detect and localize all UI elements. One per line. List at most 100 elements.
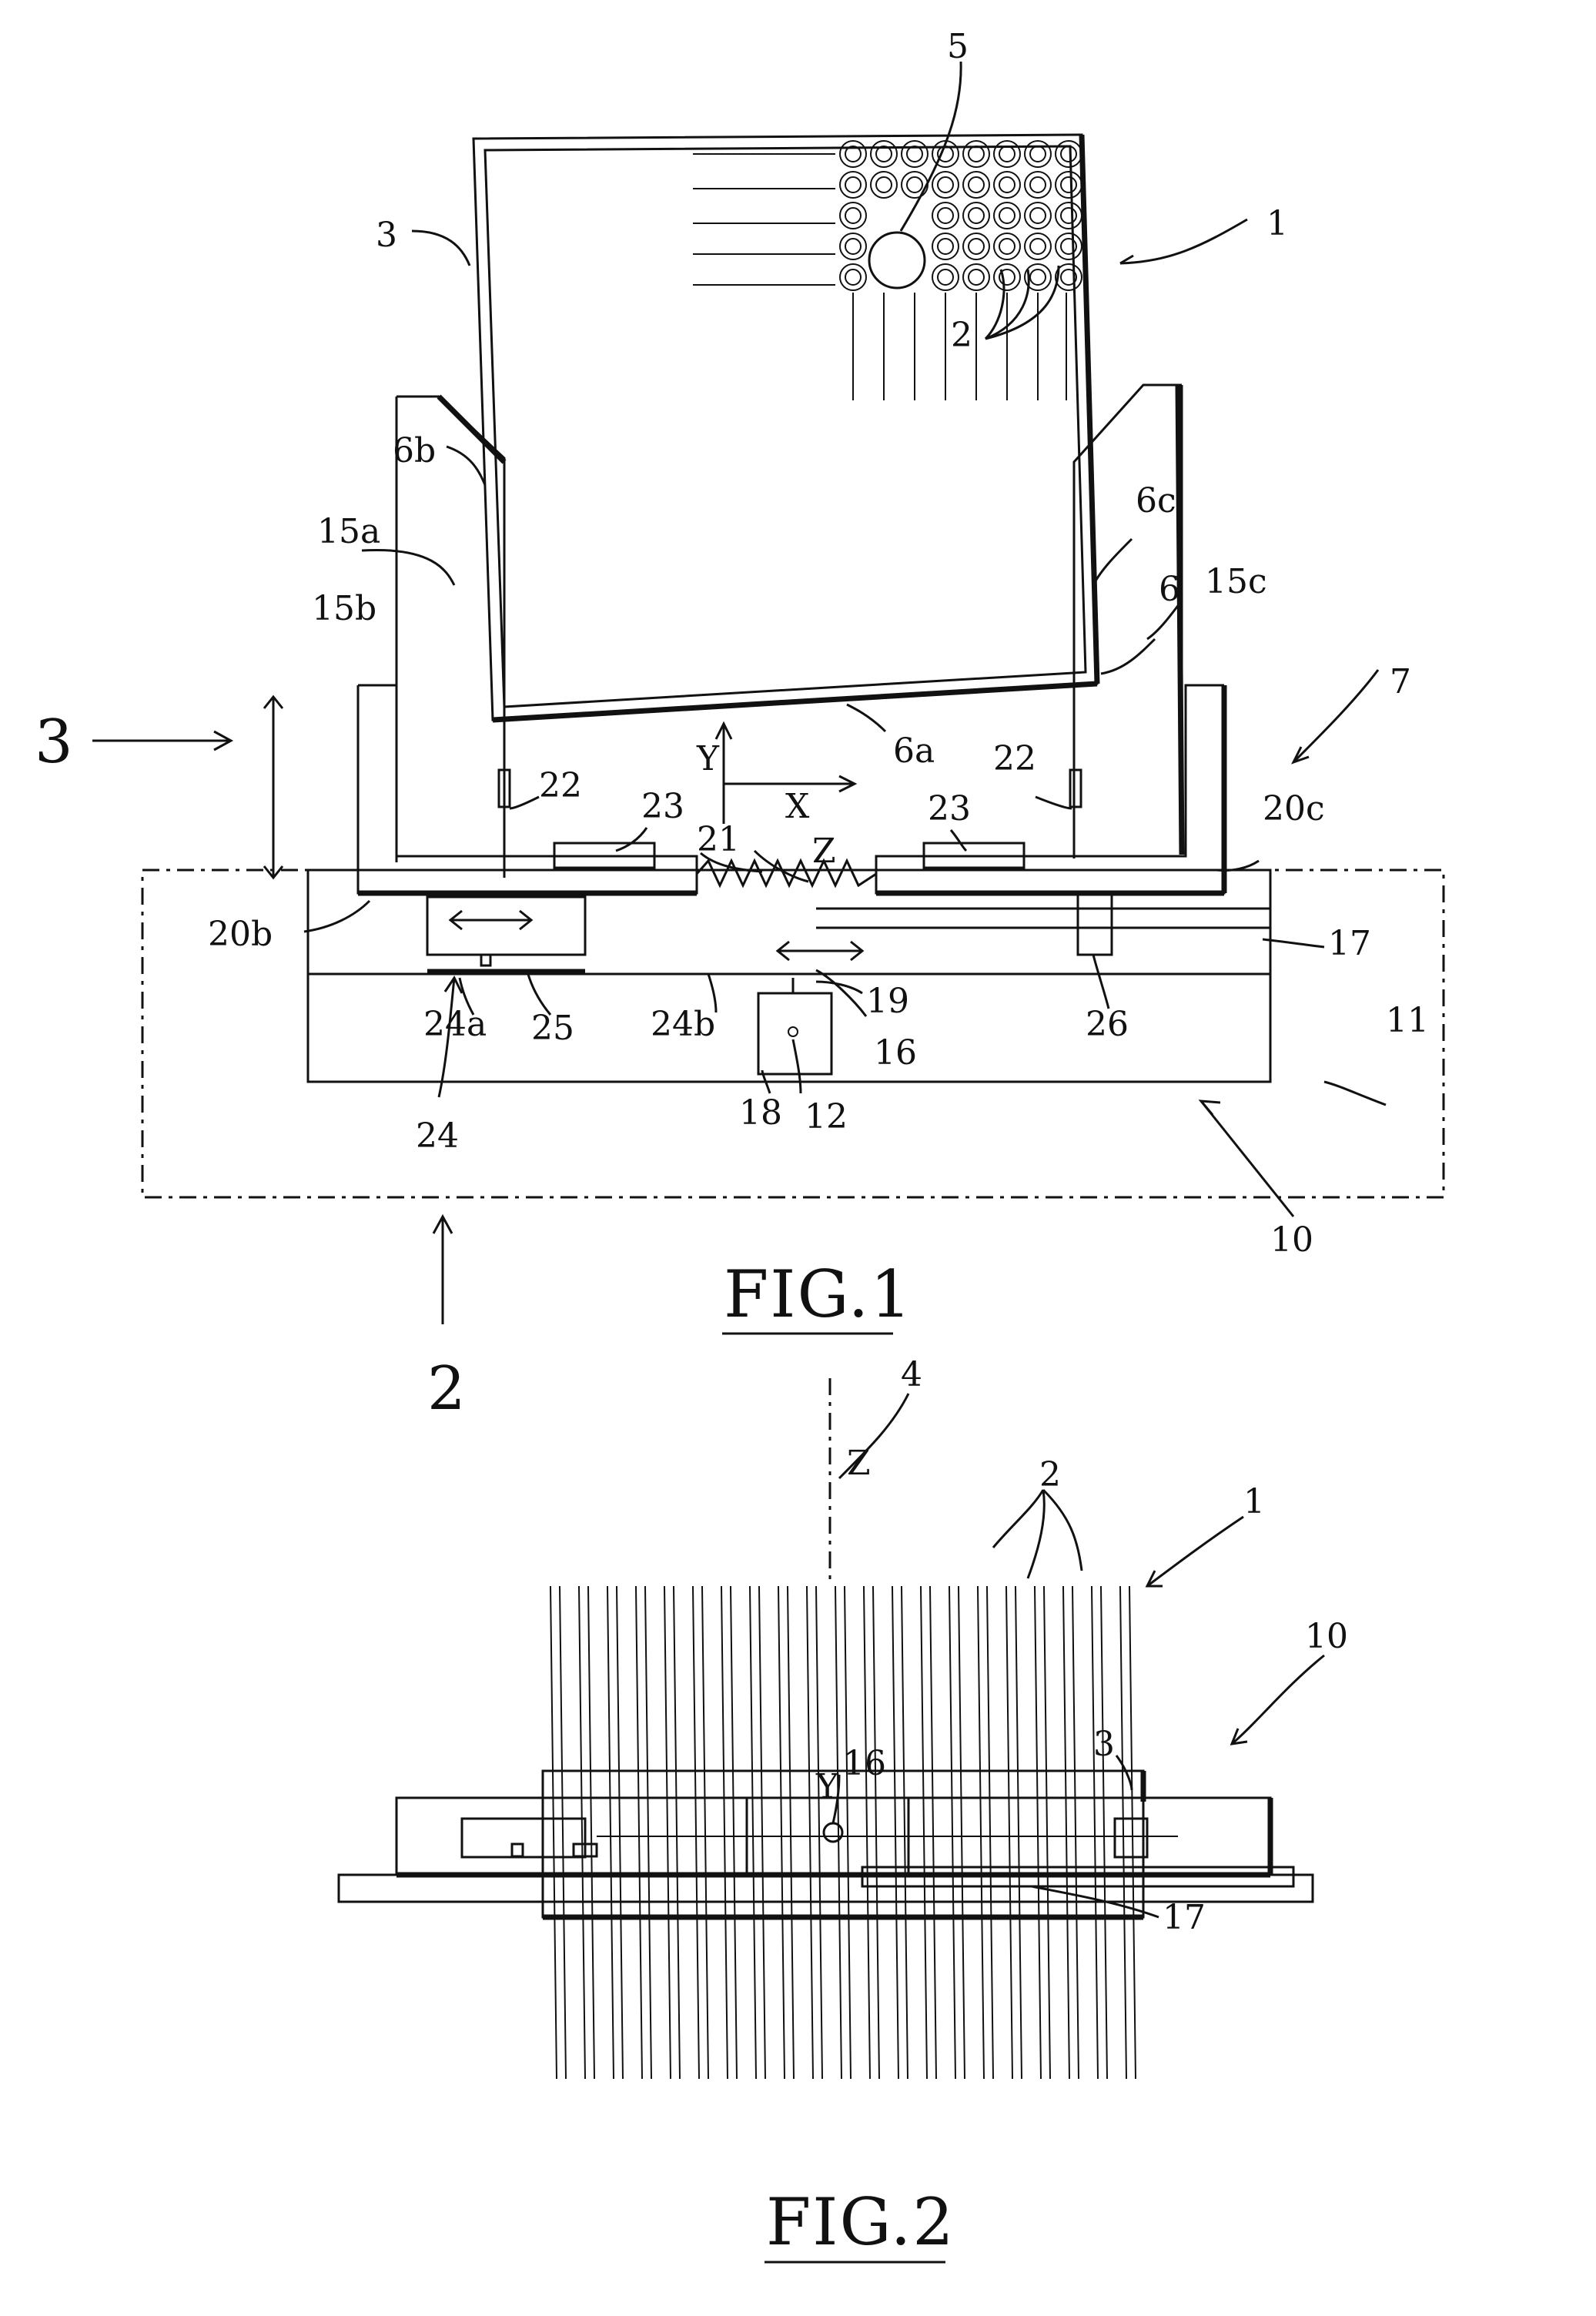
label-15a: 15a [317,512,380,551]
rod-circle [871,141,897,167]
rod-circle [994,233,1020,259]
rod-line [1015,1586,1022,2079]
rod-line [959,1586,965,2079]
label-5: 5 [947,27,969,66]
rod-line [1120,1586,1126,2079]
fig2-label-10: 10 [1305,1617,1348,1656]
rod-inner-circle [969,208,984,223]
central-tube [869,233,925,288]
rod-inner-circle [1030,146,1046,162]
label-21: 21 [697,820,740,859]
rod-line [588,1586,594,2079]
rod-inner-circle [845,269,861,285]
rod-line [987,1586,993,2079]
axis-x-label: X [785,787,810,826]
rod-inner-circle [969,269,984,285]
double-arrow-19 [778,942,862,960]
rod-line [892,1586,898,2079]
rod-circle [840,233,866,259]
rod-line [1006,1586,1012,2079]
rod-line [674,1586,680,2079]
label-26: 26 [1086,1005,1129,1044]
label-7: 7 [1390,662,1411,701]
rod-line [1092,1586,1098,2079]
rod-line [864,1586,870,2079]
rod-line [1072,1586,1079,2079]
axis-z-label: Z [812,832,836,871]
sleeve [543,1771,1143,1917]
section-label-2: 2 [427,1354,466,1424]
rod-circle [1025,172,1051,198]
rod-line [1044,1586,1050,2079]
rod-line [930,1586,936,2079]
rod-circle [994,172,1020,198]
figure-2-caption: FIG.2 [766,2184,955,2260]
rod-circle [1025,233,1051,259]
label-22-left: 22 [539,766,582,805]
rod-inner-circle [938,208,953,223]
rod-inner-circle [1030,239,1046,254]
label-6a: 6a [893,731,935,771]
rod-inner-circle [845,208,861,223]
fig2-axis-z: Z [847,1444,871,1483]
rod-inner-circle [969,239,984,254]
section-label-3: 3 [35,708,73,777]
label-25: 25 [531,1009,574,1048]
rod-inner-circle [1061,146,1076,162]
rod-circle [994,264,1020,290]
rod-circle [1056,172,1082,198]
pivot-16 [824,1823,842,1842]
block-26 [1078,893,1112,955]
rail-block [427,897,585,955]
rod-array [840,141,1082,290]
fig2-label-3: 3 [1093,1725,1115,1764]
rod-circle [1056,141,1082,167]
leader-lines-fig2 [833,1394,1324,1917]
fig2-label-2: 2 [1039,1455,1061,1494]
rod-line [835,1586,841,2079]
rod-line [902,1586,908,2079]
label-24: 24 [416,1116,459,1156]
rod-line [731,1586,737,2079]
rod-line [759,1586,765,2079]
label-24a: 24a [423,1005,487,1044]
rod-circle [963,264,989,290]
label-11: 11 [1386,1001,1429,1040]
rod-circle [902,172,928,198]
rod-inner-circle [1030,208,1046,223]
rod-inner-circle [907,177,922,192]
rod-inner-circle [1030,177,1046,192]
rod-circle [963,233,989,259]
figure-1: 5 1 3 2 6b 15a 6c 15b 6 15c 7 3 Y X 6a 2… [35,27,1444,1424]
rod-circle [1056,233,1082,259]
rod-circle [932,233,959,259]
label-12: 12 [805,1097,848,1136]
label-18: 18 [739,1093,782,1133]
label-23-left: 23 [641,787,684,826]
rod-line [807,1586,813,2079]
rod-line [1063,1586,1069,2079]
rod-circle [871,172,897,198]
label-19: 19 [866,982,909,1021]
rod-circle [994,202,1020,229]
label-6: 6 [1159,570,1180,609]
rod-line [702,1586,708,2079]
rod-line [721,1586,728,2079]
frame-outline [142,870,1444,1197]
rod-line [560,1586,566,2079]
rod-circle [932,264,959,290]
fig2-label-1: 1 [1243,1482,1265,1521]
rod-line [645,1586,651,2079]
rod-inner-circle [907,146,922,162]
rod-line [1101,1586,1107,2079]
rod-inner-circle [1061,208,1076,223]
rod-circle [840,264,866,290]
fig2-axis-y: Y [815,1767,839,1806]
rod-hatching-horizontal [693,154,835,285]
fig2-label-17: 17 [1163,1898,1206,1937]
rod-inner-circle [999,177,1015,192]
rod-circle [840,141,866,167]
rod-line [921,1586,927,2079]
label-16: 16 [874,1033,917,1073]
